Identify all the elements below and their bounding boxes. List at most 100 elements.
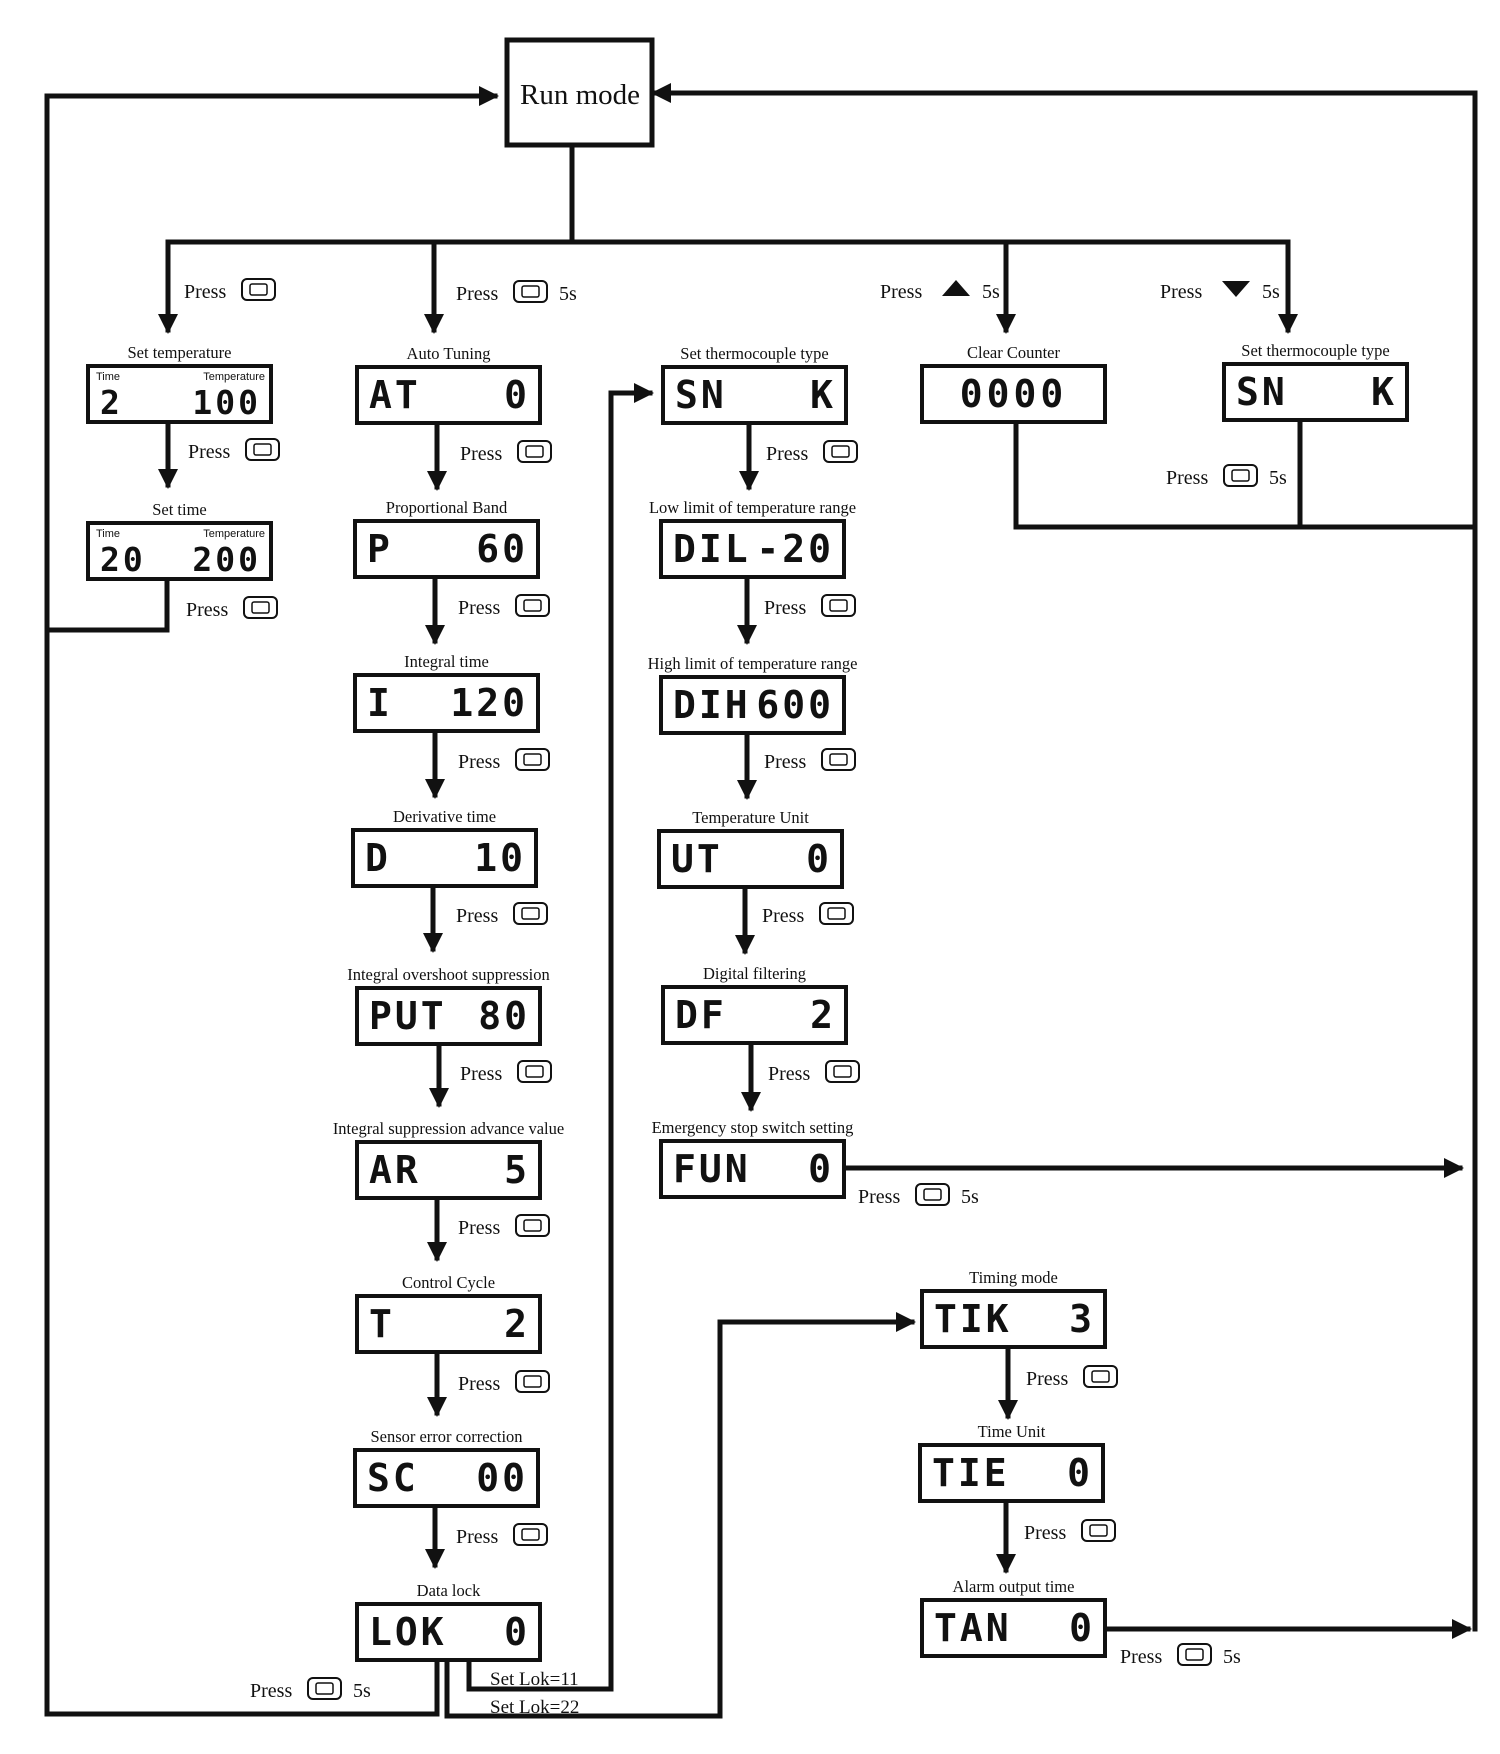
- press-label-p-p-i: Press: [458, 594, 550, 619]
- node-caption: Low limit of temperature range: [649, 498, 856, 517]
- press-label-p-i-d: Press: [458, 748, 550, 773]
- lcd-left-text: SN: [1236, 370, 1288, 414]
- lcd-right-text: -20: [756, 527, 834, 571]
- lcd-right-text: 0: [806, 837, 832, 881]
- lcd-left-text: SC: [367, 1456, 419, 1500]
- set-key-icon: [1081, 1519, 1116, 1542]
- lcd-display-box: [659, 519, 846, 579]
- press-text: Press: [460, 443, 502, 465]
- lcd-display-box: [351, 828, 538, 888]
- lcd-display-box: [353, 673, 540, 733]
- set-key-icon: [821, 594, 856, 617]
- lcd-display-box: [918, 1443, 1105, 1503]
- line-lok-22: [444, 1312, 916, 1719]
- lcd-right-text: 00: [476, 1456, 528, 1500]
- node-caption: Set temperature: [128, 343, 232, 362]
- press-text: Press: [458, 1217, 500, 1239]
- lcd-right-text: 0: [1067, 1451, 1093, 1495]
- set-key-icon: [245, 438, 280, 461]
- node-caption: Set time: [152, 500, 207, 519]
- lcd-display-box: [659, 675, 846, 735]
- line-lok-11: [466, 383, 654, 1692]
- lcd-left-text: DF: [675, 993, 727, 1037]
- lcd-left-text: SN: [675, 373, 727, 417]
- lcd-right-text: 120: [450, 681, 528, 725]
- press-text: Press: [858, 1186, 900, 1208]
- duration-text: 5s: [982, 281, 1000, 303]
- lcd-text: 0000: [960, 372, 1068, 416]
- loop-lok-to-run: [44, 617, 440, 1717]
- press-label-p-tie-tan: Press: [1024, 1519, 1116, 1544]
- lcd-display-box: [86, 364, 273, 424]
- lcd-right-text: 0: [808, 1147, 834, 1191]
- lcd-display-box: [353, 1448, 540, 1508]
- press-text: Press: [1026, 1368, 1068, 1390]
- node-caption: High limit of temperature range: [648, 654, 858, 673]
- lcd-right-text: 5: [504, 1148, 530, 1192]
- node-caption: Time Unit: [978, 1422, 1046, 1441]
- lcd-display-box: [355, 1602, 542, 1662]
- press-label-p-d-put: Press: [456, 902, 548, 927]
- duration-text: 5s: [1223, 1646, 1241, 1668]
- press-text: Press: [458, 1373, 500, 1395]
- press-label-p-dil-dih: Press: [764, 594, 856, 619]
- node-caption: Integral overshoot suppression: [347, 965, 550, 984]
- press-label-p-df-fun: Press: [768, 1060, 860, 1085]
- node-caption: Set thermocouple type: [680, 344, 828, 363]
- node-caption: Set thermocouple type: [1241, 341, 1389, 360]
- lcd-display-box: [355, 1294, 542, 1354]
- run-mode-label: Run mode: [520, 79, 640, 111]
- lcd-left-text: I: [367, 681, 393, 725]
- return-line-right: [651, 83, 1478, 1632]
- node-caption: Timing mode: [969, 1268, 1058, 1287]
- press-label-p-t-sc: Press: [458, 1370, 550, 1395]
- node-caption: Sensor error correction: [370, 1427, 522, 1446]
- lcd-left-text: UT: [671, 837, 723, 881]
- lcd-display-box: [661, 985, 848, 1045]
- set-key-icon: [1083, 1365, 1118, 1388]
- press-text: Press: [762, 905, 804, 927]
- duration-text: 5s: [1269, 467, 1287, 489]
- lcd-right-text: 3: [1069, 1297, 1095, 1341]
- press-text: Press: [764, 751, 806, 773]
- lcd-right-text: K: [1371, 370, 1397, 414]
- set-key-icon: [243, 596, 278, 619]
- lcd-left-text: DIL: [673, 527, 751, 571]
- press-label-p-run-settemp: Press: [184, 278, 276, 303]
- connectors: [44, 83, 1478, 1719]
- set-key-icon: [819, 902, 854, 925]
- set-key-icon: [307, 1677, 342, 1700]
- lcd-display-box: [1222, 362, 1409, 422]
- press-text: Press: [1166, 467, 1208, 489]
- lcd-left-text: D: [365, 836, 391, 880]
- lcd-display-box: [353, 519, 540, 579]
- lcd-right-text: 80: [478, 994, 530, 1038]
- set-key-icon: [515, 748, 550, 771]
- press-text: Press: [184, 281, 226, 303]
- lcd-header-time: Time: [96, 528, 120, 540]
- node-caption: Digital filtering: [703, 964, 806, 983]
- lcd-right-text: 2: [504, 1302, 530, 1346]
- node-caption: Temperature Unit: [692, 808, 809, 827]
- set-key-icon: [517, 1060, 552, 1083]
- lcd-display-box: [355, 986, 542, 1046]
- lcd-left-text: LOK: [369, 1610, 447, 1654]
- press-label-p-settime-run: Press: [186, 596, 278, 621]
- lcd-right-text: 0: [1069, 1606, 1095, 1650]
- lcd-header-temperature: Temperature: [203, 371, 265, 383]
- lcd-display-box: [355, 365, 542, 425]
- lcd-left-text: FUN: [673, 1147, 751, 1191]
